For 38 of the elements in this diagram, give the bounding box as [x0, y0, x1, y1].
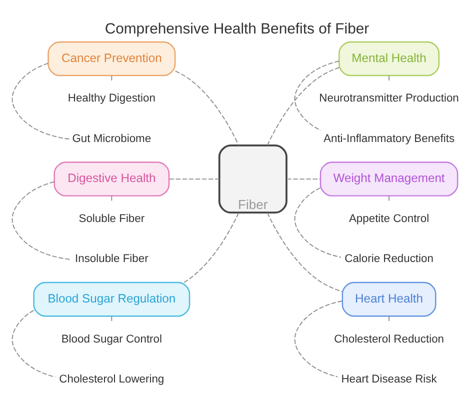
connector — [12, 181, 72, 260]
connector — [12, 62, 70, 140]
connector — [12, 310, 56, 378]
node-text: Neurotransmitter Production — [319, 92, 459, 105]
connector — [266, 67, 340, 146]
node-box: Blood Sugar Regulation — [33, 282, 190, 317]
diagram-title: Comprehensive Health Benefits of Fiber — [104, 21, 370, 38]
node-text: Appetite Control — [348, 213, 430, 226]
connector — [388, 196, 390, 203]
node-box: Mental Health — [338, 41, 440, 76]
node-box: Fiber — [218, 144, 288, 214]
node-box: Weight Management — [320, 162, 458, 196]
connector — [266, 212, 343, 292]
connector — [286, 178, 321, 180]
connector — [111, 75, 112, 82]
connector — [388, 75, 390, 82]
node-text: Healthy Digestion — [68, 92, 156, 105]
connector — [168, 178, 220, 180]
node-box: Heart Health — [342, 282, 436, 317]
node-text: Anti-Inflammatory Benefits — [324, 132, 455, 145]
node-text: Heart Disease Risk — [341, 373, 437, 386]
connector — [294, 187, 342, 258]
node-text: Calorie Reduction — [344, 253, 434, 266]
node-text: Soluble Fiber — [78, 213, 145, 226]
connector — [111, 316, 112, 323]
node-text: Cholesterol Reduction — [334, 333, 444, 346]
connector — [184, 212, 240, 283]
node-box: Cancer Prevention — [48, 41, 176, 76]
node-text: Blood Sugar Control — [61, 333, 162, 346]
connector — [388, 316, 390, 323]
connector — [174, 70, 240, 146]
connector — [294, 60, 340, 131]
node-text: Cholesterol Lowering — [59, 373, 164, 386]
connector — [111, 196, 112, 203]
node-text: Gut Microbiome — [72, 132, 152, 145]
connector — [294, 300, 343, 378]
node-text: Insoluble Fiber — [75, 253, 148, 266]
node-box: Digestive Health — [54, 162, 170, 196]
